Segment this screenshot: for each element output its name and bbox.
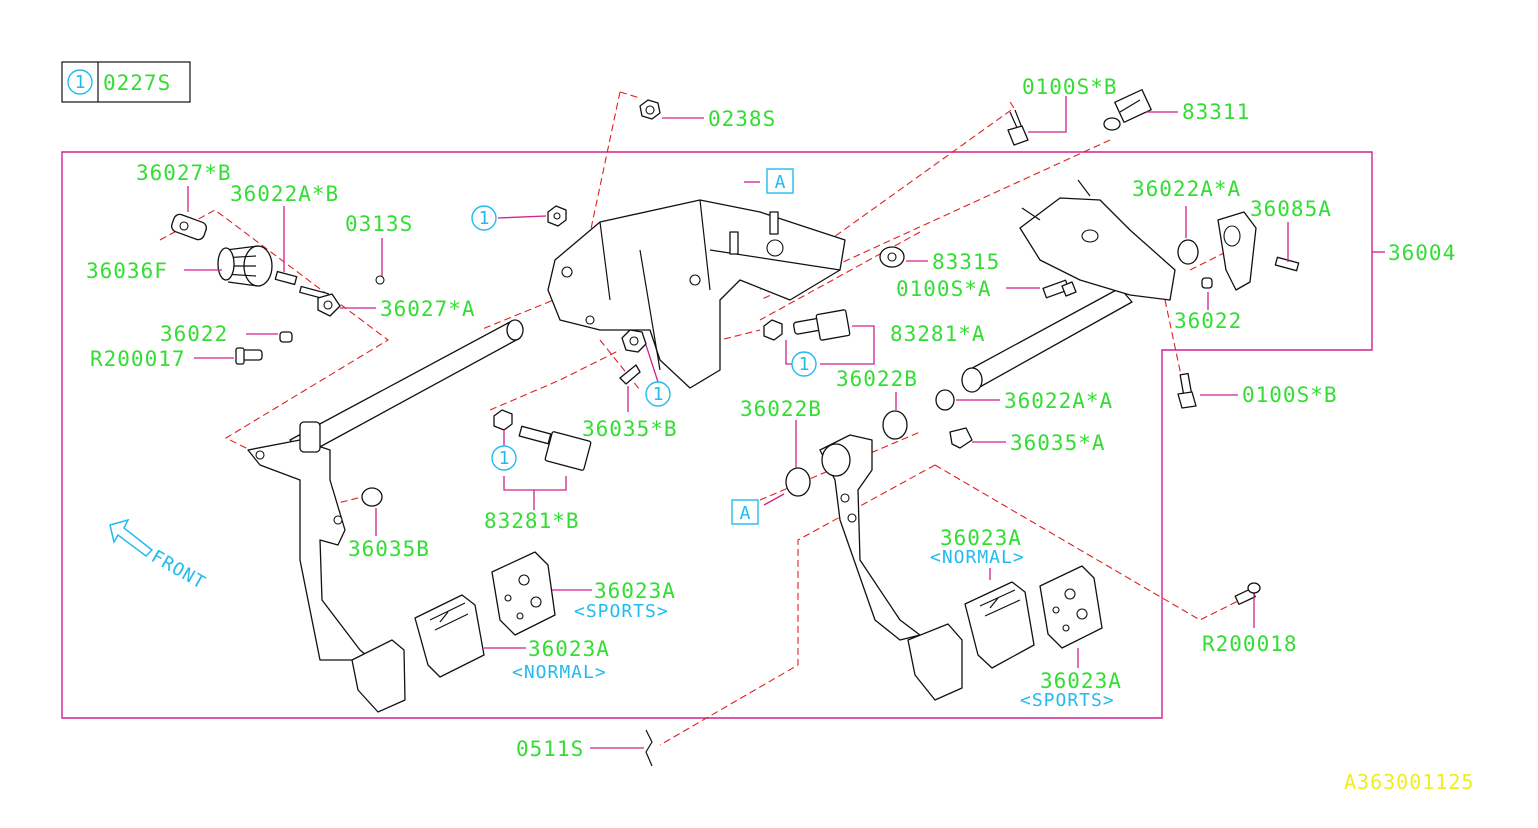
ref-box-a-top: A — [766, 168, 794, 194]
legend-box: 1 0227S — [61, 61, 191, 103]
bushing-36022b-lower — [785, 467, 811, 497]
variant-sports-right: <SPORTS> — [1020, 690, 1115, 711]
stopper-36035b — [361, 487, 383, 507]
legend-symbol: 1 — [75, 72, 86, 93]
bushing-36027b — [170, 213, 208, 241]
label-0511s: 0511S — [516, 737, 584, 761]
callout-circle-icon — [67, 69, 93, 95]
assembly-frame — [61, 151, 1373, 719]
callout-1-83281b: 1 — [491, 445, 517, 471]
variant-normal-left: <NORMAL> — [512, 662, 607, 683]
label-36022b-upper: 36022B — [836, 367, 918, 391]
label-0100sa: 0100S*A — [896, 277, 992, 301]
label-r200017: R200017 — [90, 347, 186, 371]
label-0238s: 0238S — [708, 107, 776, 131]
part-labels: 0238S 0100S*B 83311 36027*B 36022A*B 031… — [86, 75, 1456, 761]
bushing-36022b-upper — [882, 410, 908, 440]
label-36023a-normal-left: 36023A — [528, 637, 610, 661]
label-36022b-lower: 36022B — [740, 397, 822, 421]
label-36022aa-top: 36022A*A — [1132, 177, 1241, 201]
stopper-36035a — [949, 427, 973, 449]
svg-text:1: 1 — [479, 208, 490, 229]
label-36022-left: 36022 — [160, 322, 228, 346]
switch-83281b — [493, 409, 592, 471]
label-83281b: 83281*B — [484, 509, 580, 533]
bushing-36022aa-top — [1177, 239, 1199, 265]
label-83315: 83315 — [932, 250, 1000, 274]
label-36022-right: 36022 — [1174, 309, 1242, 333]
pad-sports-left — [491, 551, 556, 636]
variant-sports-left: <SPORTS> — [574, 601, 669, 622]
callout-1-83281a: 1 — [791, 351, 817, 377]
diagram-code: A363001125 — [1344, 770, 1474, 794]
clip-0313s — [375, 275, 385, 285]
legend-part: 0227S — [103, 71, 171, 95]
switch-83311 — [1103, 89, 1152, 131]
svg-text:A: A — [775, 172, 786, 193]
pin-r200018 — [1234, 582, 1261, 605]
label-0100sb-top: 0100S*B — [1022, 75, 1118, 99]
svg-text:1: 1 — [653, 384, 664, 405]
brake-pedal-assembly — [819, 179, 1176, 701]
bolt-0100sb-top — [1007, 109, 1029, 146]
label-36035b-star: 36035*B — [582, 417, 678, 441]
pin-r200017 — [235, 347, 263, 365]
label-36023a-sports-right: 36023A — [1040, 669, 1122, 693]
washer-83315 — [879, 246, 905, 268]
label-36035b: 36035B — [348, 537, 430, 561]
nut-upper-center — [547, 205, 567, 227]
label-36035a: 36035*A — [1010, 431, 1106, 455]
clutch-pedal-assembly — [247, 319, 524, 713]
label-83281a: 83281*A — [890, 322, 986, 346]
label-36027b: 36027*B — [136, 161, 232, 185]
nut-0238s — [639, 99, 661, 120]
label-36004: 36004 — [1388, 241, 1456, 265]
callout-1-center: 1 — [645, 381, 671, 407]
label-r200018: R200018 — [1202, 632, 1298, 656]
svg-text:A: A — [740, 503, 751, 524]
pin-36022-left — [279, 331, 293, 343]
clip-0511s — [645, 729, 653, 767]
pin-36022ab — [274, 270, 298, 286]
label-36036f: 36036F — [86, 259, 168, 283]
svg-text:1: 1 — [799, 354, 810, 375]
label-36022aa-mid: 36022A*A — [1004, 389, 1113, 413]
pin-36022-right — [1201, 277, 1213, 289]
stopper-36035b-star — [619, 329, 647, 385]
pad-sports-right — [1039, 565, 1103, 649]
ref-box-a-bottom: A — [731, 499, 759, 525]
bolt-0100sb-right — [1177, 372, 1197, 409]
boot-36036f — [217, 245, 273, 287]
bolt-0100sa — [1042, 279, 1077, 299]
label-36023a-normal-right: 36023A — [940, 526, 1022, 550]
pad-normal-left — [414, 594, 485, 678]
front-label: FRONT — [148, 546, 210, 594]
label-0100sb-right: 0100S*B — [1242, 383, 1338, 407]
switch-83281a — [763, 309, 851, 341]
pedal-bracket — [547, 199, 846, 389]
bushing-36022aa-mid — [935, 389, 955, 411]
plate-36085a — [1217, 211, 1300, 291]
svg-text:1: 1 — [499, 448, 510, 469]
label-83311: 83311 — [1182, 100, 1250, 124]
label-36027a: 36027*A — [380, 297, 476, 321]
front-arrow-icon: FRONT — [109, 518, 210, 594]
bushing-36027a — [299, 285, 341, 317]
label-36022ab: 36022A*B — [230, 182, 339, 206]
label-36023a-sports-left: 36023A — [594, 579, 676, 603]
label-36085a: 36085A — [1250, 197, 1332, 221]
pad-normal-right — [964, 581, 1035, 669]
variant-normal-right: <NORMAL> — [930, 547, 1025, 568]
label-0313s: 0313S — [345, 212, 413, 236]
leader-lines — [184, 96, 1289, 749]
callout-1-upper: 1 — [471, 205, 497, 231]
